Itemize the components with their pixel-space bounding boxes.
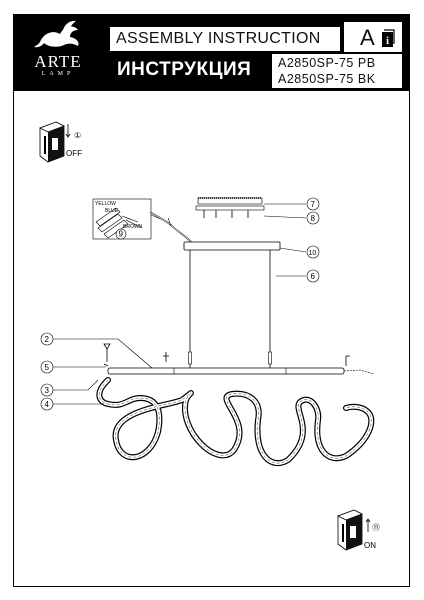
callout-8: 8 <box>311 214 316 223</box>
callout-10: 10 <box>309 250 317 257</box>
wire-blue-label: BLUE <box>105 208 119 214</box>
title-russian: ИНСТРУКЦИЯ <box>117 59 252 80</box>
griffin-logo-icon <box>34 20 79 48</box>
wire-yellow-label: YELLOW <box>95 201 116 207</box>
language-box: A i <box>344 22 402 52</box>
wiring-detail: YELLOW BLUE BROWN 9 <box>92 198 169 240</box>
svg-text:i: i <box>386 35 389 47</box>
model-number-2: A2850SP-75 BK <box>278 72 376 86</box>
wire-brown-label: BROWN <box>123 224 143 230</box>
callouts <box>40 197 320 411</box>
brand-logo: ARTE LAMP <box>18 16 98 88</box>
info-book-icon: i <box>382 29 395 47</box>
brand-subtitle: LAMP <box>41 71 75 77</box>
callout-4: 4 <box>45 400 50 409</box>
callout-2: 2 <box>45 335 50 344</box>
title-english: ASSEMBLY INSTRUCTION <box>110 27 340 51</box>
brand-name: ARTE <box>34 52 82 71</box>
switch-on-label: ON <box>364 541 376 550</box>
wall-switch-on-icon <box>337 509 371 551</box>
callout-9: 9 <box>119 230 124 239</box>
switch-off-label: OFF <box>66 149 82 158</box>
step-11-number: ⑪ <box>372 523 380 532</box>
model-numbers: A2850SP-75 PB A2850SP-75 BK <box>272 54 402 88</box>
callout-5: 5 <box>45 363 50 372</box>
language-letter: A <box>360 25 375 50</box>
callout-7: 7 <box>311 200 316 209</box>
callout-3: 3 <box>45 386 50 395</box>
page-frame <box>13 14 410 587</box>
wall-switch-off-icon <box>39 121 71 163</box>
model-number-1: A2850SP-75 PB <box>278 56 376 70</box>
step-1-number: ① <box>74 131 81 140</box>
callout-6: 6 <box>311 272 316 281</box>
